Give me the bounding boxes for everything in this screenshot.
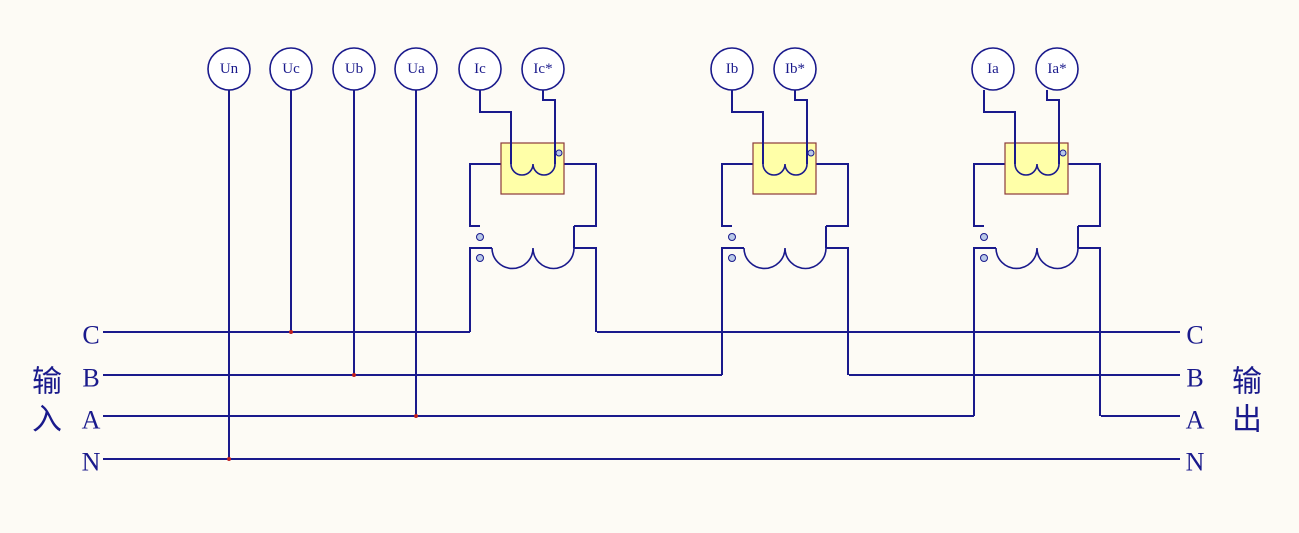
ct-c-polarity-dot-2 — [476, 254, 484, 262]
ct-a-primary-coil — [995, 247, 1079, 270]
ct-c-primary-coil — [491, 247, 575, 270]
terminal-ic-star[interactable]: Ic* — [521, 47, 565, 91]
label-c-right: C — [1186, 321, 1203, 350]
terminal-nodes: Un Uc Ub Ua Ic Ic* Ib Ib* — [207, 47, 1079, 91]
output-label: 输 出 — [1232, 365, 1262, 438]
ct-a-polarity-dot-2 — [980, 254, 988, 262]
ct-c-primary-right — [574, 247, 597, 332]
ct-b-loop-right — [816, 163, 849, 227]
ct-a-loop-right — [1068, 163, 1101, 227]
terminal-ia-label: Ia — [987, 61, 999, 77]
label-b-left: B — [82, 364, 99, 393]
terminal-ub[interactable]: Ub — [332, 47, 376, 91]
terminal-un-label: Un — [220, 61, 239, 77]
junction-uc — [289, 330, 293, 334]
junction-ub — [352, 373, 356, 377]
ct-b-secondary-coil — [762, 163, 808, 176]
input-label-char-2: 入 — [32, 403, 62, 438]
ct-a-lead-ia-star — [1046, 90, 1060, 164]
ct-a-box-dot — [1059, 149, 1067, 157]
ct-c-loop-right — [564, 163, 597, 227]
phase-lines — [103, 331, 1180, 460]
ct-b-primary-coil — [743, 247, 827, 270]
ct-a-lead-ia — [983, 90, 1016, 164]
ct-b-polarity-dot-1 — [728, 233, 736, 241]
terminal-uc[interactable]: Uc — [269, 47, 313, 91]
terminal-ib-star-label: Ib* — [785, 61, 805, 77]
terminal-ib-label: Ib — [726, 61, 739, 77]
label-a-left: A — [82, 406, 101, 435]
voltage-taps — [227, 90, 418, 461]
line-labels-right: C B A N — [1186, 321, 1205, 477]
label-c-left: C — [82, 321, 99, 350]
label-n-right: N — [1186, 448, 1205, 477]
terminal-ub-label: Ub — [345, 61, 363, 77]
junction-ua — [414, 414, 418, 418]
ct-c-primary-left — [469, 247, 492, 332]
ct-group-b — [721, 90, 849, 375]
ct-a-polarity-dot-1 — [980, 233, 988, 241]
terminal-ic[interactable]: Ic — [458, 47, 502, 91]
ct-c-polarity-dot-1 — [476, 233, 484, 241]
terminal-ia[interactable]: Ia — [971, 47, 1015, 91]
ct-b-lead-ib-star — [794, 90, 808, 164]
terminal-ic-label: Ic — [474, 61, 486, 77]
ct-c-lead-ic — [479, 90, 512, 164]
ct-a-primary-right — [1078, 247, 1101, 416]
ct-b-box-dot — [807, 149, 815, 157]
ct-c-loop-left — [469, 163, 501, 227]
ct-a-primary-left — [973, 247, 996, 416]
output-label-char-2: 出 — [1232, 403, 1262, 438]
ct-c-lead-ic-star — [542, 90, 556, 164]
terminal-ic-star-label: Ic* — [533, 61, 552, 77]
junction-un — [227, 457, 231, 461]
ct-a-secondary-coil — [1014, 163, 1060, 176]
label-b-right: B — [1186, 364, 1203, 393]
terminal-ua-label: Ua — [407, 61, 425, 77]
line-labels-left: C B A N — [82, 321, 101, 477]
terminal-ia-star-label: Ia* — [1047, 61, 1066, 77]
terminal-un[interactable]: Un — [207, 47, 251, 91]
ct-c-box-dot — [555, 149, 563, 157]
ct-group-a — [973, 90, 1101, 416]
terminal-uc-label: Uc — [282, 61, 300, 77]
ct-b-primary-left — [721, 247, 744, 375]
ct-b-loop-left — [721, 163, 753, 227]
ct-group-c — [469, 90, 597, 332]
terminal-ib[interactable]: Ib — [710, 47, 754, 91]
terminal-ia-star[interactable]: Ia* — [1035, 47, 1079, 91]
terminal-ib-star[interactable]: Ib* — [773, 47, 817, 91]
label-n-left: N — [82, 448, 101, 477]
ct-b-primary-right — [826, 247, 849, 375]
input-label: 输 入 — [32, 365, 62, 438]
input-label-char-1: 输 — [32, 365, 62, 400]
ct-b-polarity-dot-2 — [728, 254, 736, 262]
ct-b-lead-ib — [731, 90, 764, 164]
output-label-char-1: 输 — [1232, 365, 1262, 400]
ct-c-secondary-coil — [510, 163, 556, 176]
ct-a-loop-left — [973, 163, 1005, 227]
label-a-right: A — [1186, 406, 1205, 435]
terminal-ua[interactable]: Ua — [394, 47, 438, 91]
